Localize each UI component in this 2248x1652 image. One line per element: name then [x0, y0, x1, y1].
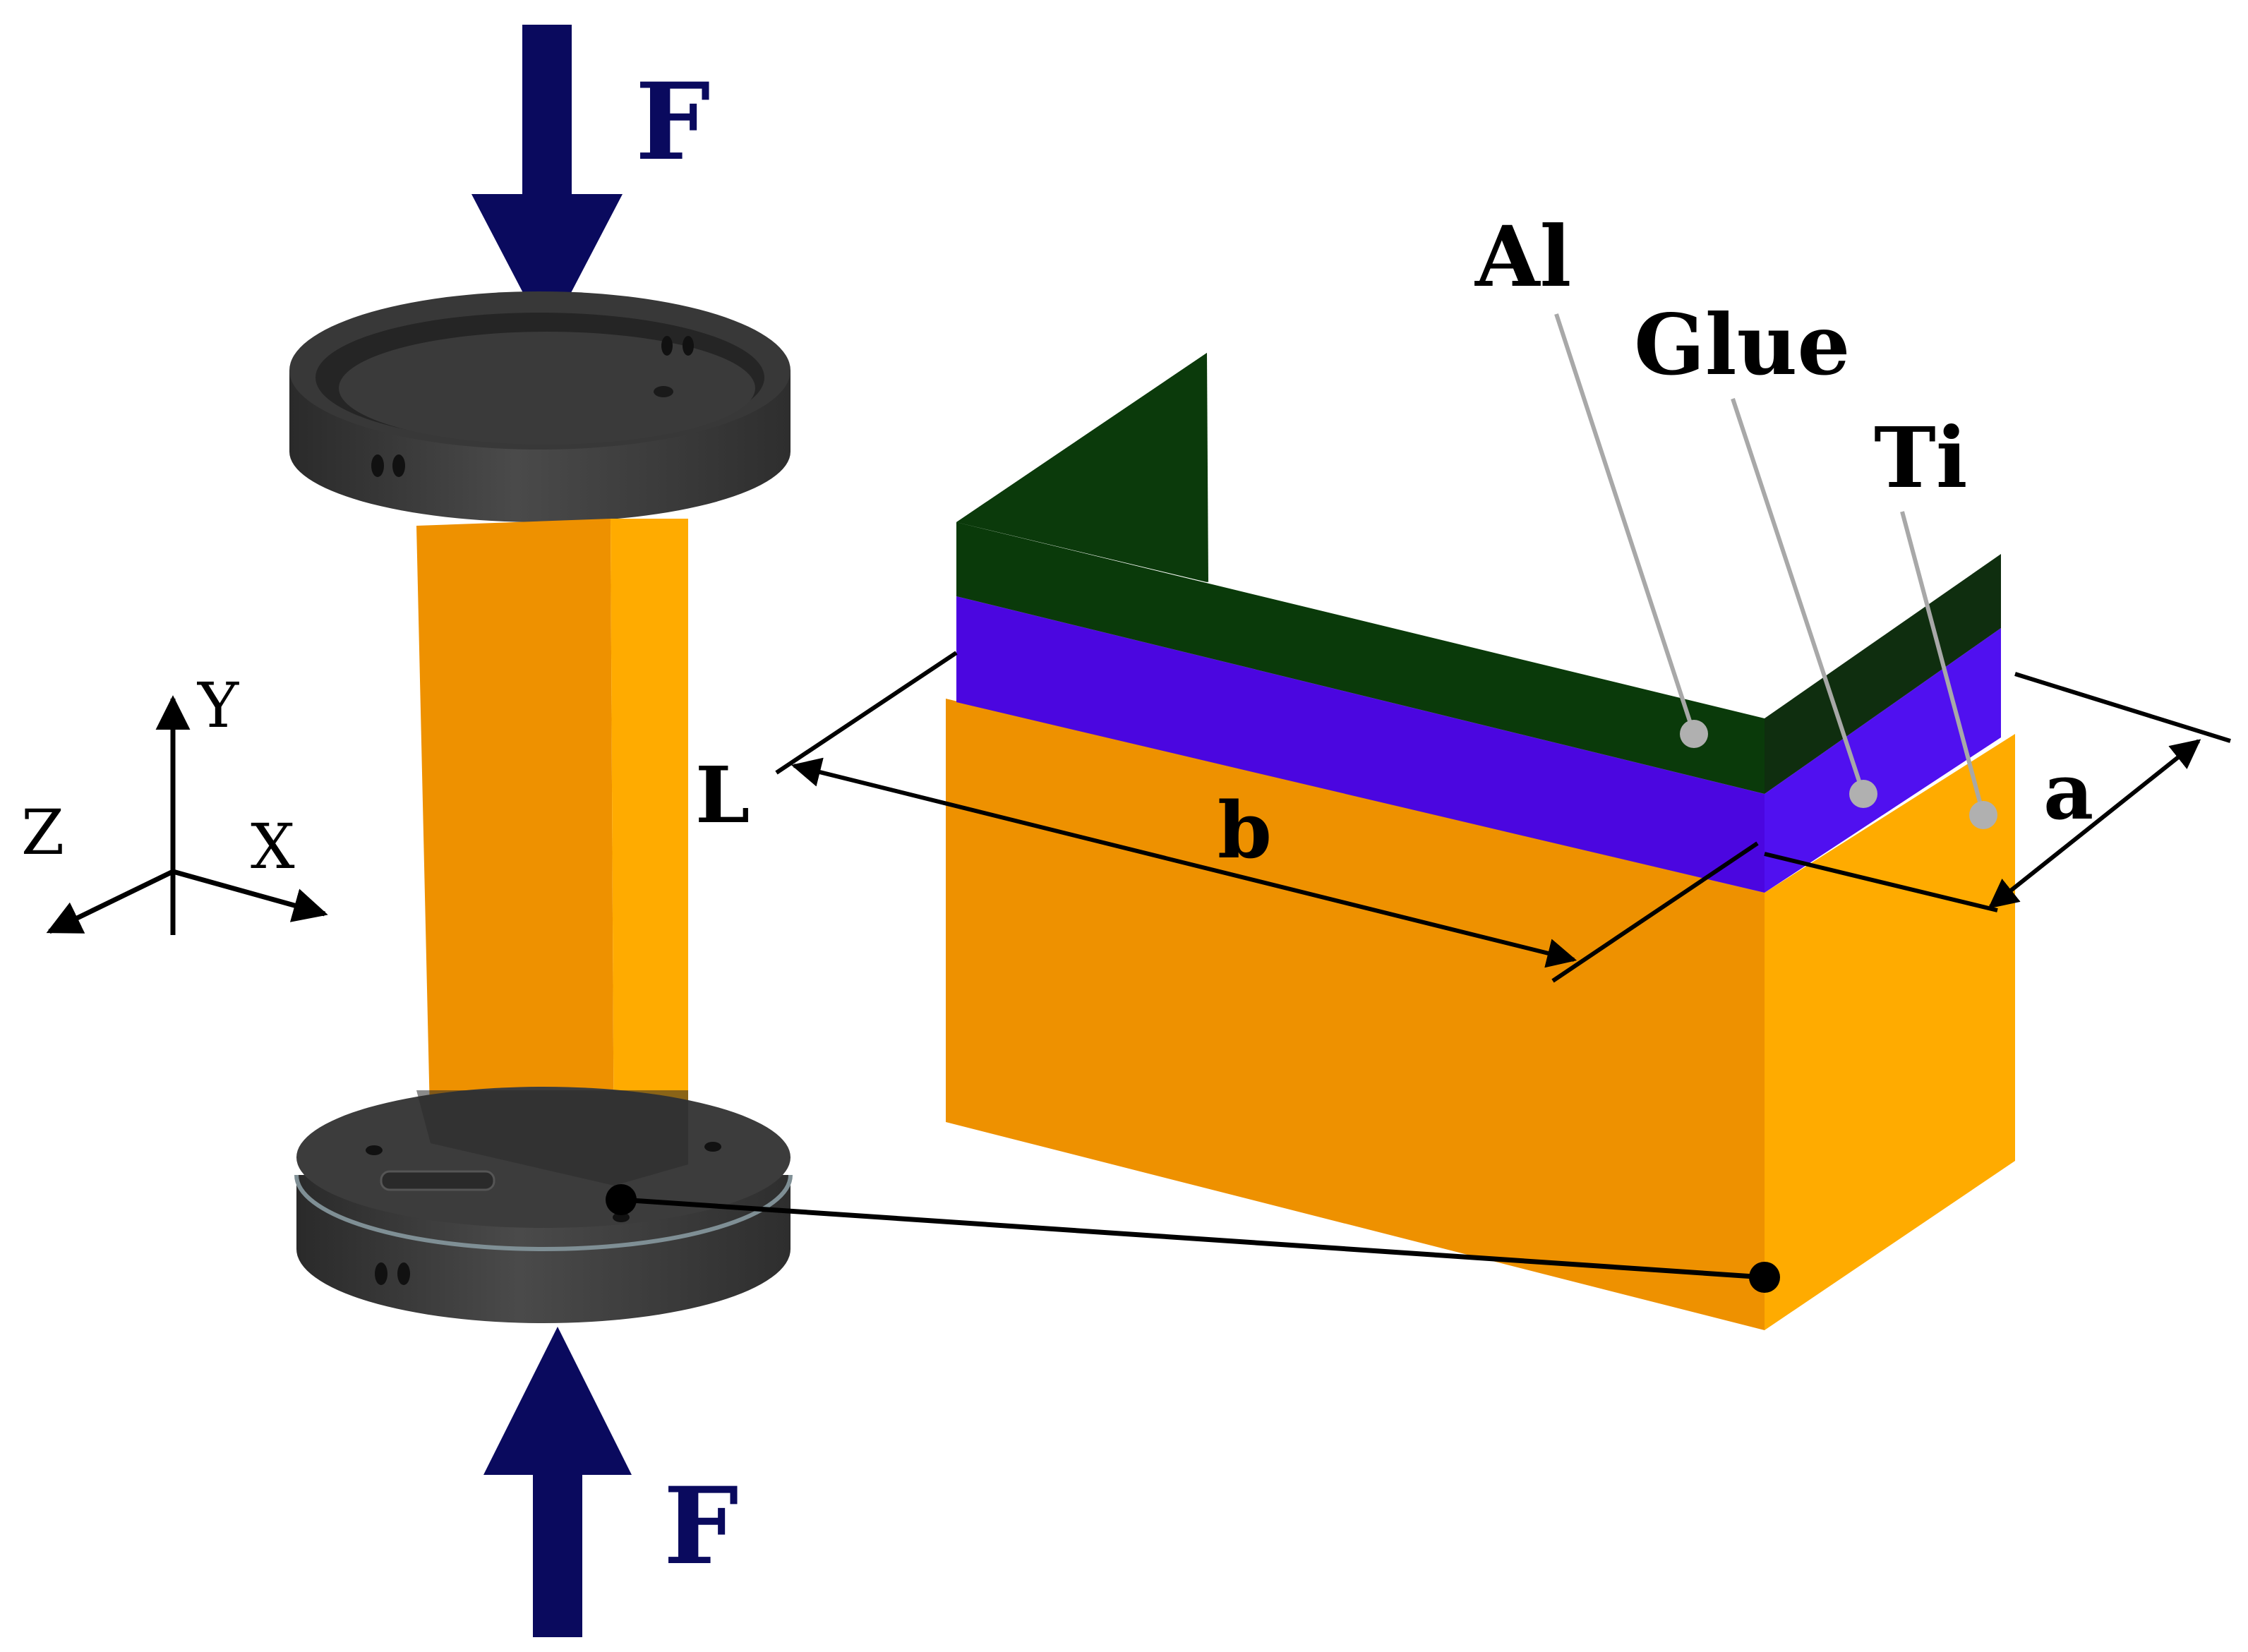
glue-leader-dot: [1849, 780, 1877, 808]
glue-label: Glue: [1634, 296, 1850, 394]
connector-end-dot: [1749, 1262, 1780, 1293]
top-fixture-hole-icon: [392, 454, 405, 477]
top-fixture: [289, 291, 791, 522]
glue-side-face: [1765, 628, 2001, 893]
ti-leader-dot: [1969, 801, 1997, 829]
bottom-fixture-hole-icon: [366, 1145, 383, 1155]
axis-x-label: X: [251, 810, 295, 883]
top-force-label: F: [635, 60, 711, 184]
bottom-fixture-hole-icon: [704, 1142, 721, 1152]
aluminum-left-flange-face: [956, 353, 1208, 582]
bottom-force-arrow: [483, 1327, 632, 1637]
aluminum-front-face: [956, 522, 1765, 794]
top-fixture-hole-icon: [654, 386, 673, 397]
al-leader-dot: [1680, 720, 1708, 748]
material-leaders: [1554, 313, 1985, 816]
coordinate-axes: [46, 695, 328, 935]
axis-y-label: Y: [197, 669, 239, 742]
length-label: L: [695, 749, 750, 840]
al-label: Al: [1474, 207, 1571, 306]
bottom-fixture: [294, 1087, 793, 1323]
thickness-label: a: [2043, 746, 2093, 837]
ti-label: Ti: [1874, 409, 1968, 507]
top-fixture-hole-icon: [371, 454, 384, 477]
top-fixture-hole-icon: [683, 336, 694, 356]
dimension-lines: [775, 651, 2231, 983]
axis-z-label: Z: [21, 796, 64, 869]
aluminum-side-face: [1765, 554, 2001, 794]
connector-start-dot: [606, 1184, 637, 1215]
titanium-side-face: [1765, 734, 2015, 1330]
top-fixture-hole-icon: [661, 336, 673, 356]
bottom-force-label: F: [663, 1464, 739, 1588]
bottom-fixture-hole-icon: [397, 1262, 410, 1285]
detail-connector: [606, 1184, 1780, 1293]
width-label: b: [1218, 785, 1272, 876]
bottom-fixture-hole-icon: [613, 1212, 630, 1222]
bottom-fixture-hole-icon: [375, 1262, 387, 1285]
top-force-arrow: [471, 25, 623, 339]
specimen-column: [416, 519, 688, 1186]
